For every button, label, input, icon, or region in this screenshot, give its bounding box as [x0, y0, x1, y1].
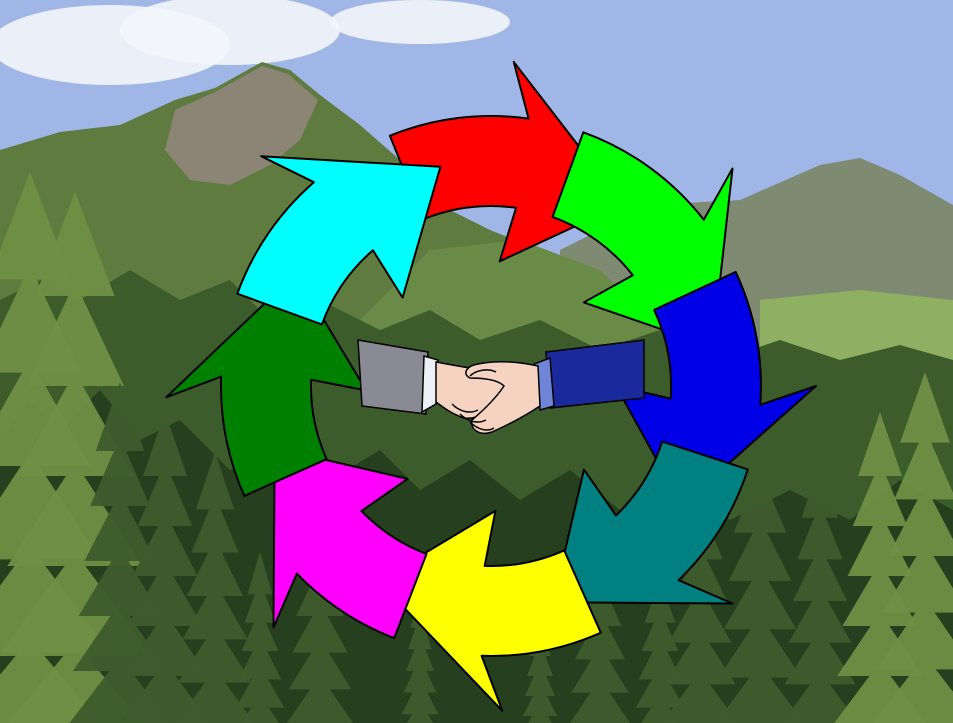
conifer-tree: [0, 192, 153, 723]
finger-lines: [451, 403, 495, 431]
left-cuff: [421, 355, 439, 414]
conifer-tree: [286, 492, 354, 723]
clouds: [0, 0, 510, 85]
right-sleeve: [545, 339, 645, 409]
handshake: [357, 339, 645, 434]
cycle-arrows: [165, 60, 817, 712]
conifer-tree: [119, 412, 211, 723]
conifer-tree: [522, 602, 558, 723]
conifer-tree: [635, 552, 685, 723]
right-hand: [465, 361, 541, 434]
teal-arrow: [552, 440, 749, 605]
left-sleeve: [357, 339, 429, 415]
conifer-tree: [570, 512, 630, 723]
conifer-tree: [401, 592, 439, 723]
conifer-tree: [834, 412, 926, 723]
conifer-tree: [69, 382, 171, 723]
conifer-tree: [175, 452, 255, 723]
conifer-tree: [782, 462, 858, 723]
conifer-trees: [0, 172, 953, 723]
conifer-tree: [235, 552, 285, 723]
cyan-arrow: [236, 155, 442, 326]
conifer-tree: [715, 422, 805, 723]
conifer-tree: [872, 372, 953, 723]
thumb: [469, 369, 497, 377]
mountain-rock-face: [165, 66, 318, 185]
cloud: [330, 0, 510, 44]
cloud: [120, 0, 340, 65]
